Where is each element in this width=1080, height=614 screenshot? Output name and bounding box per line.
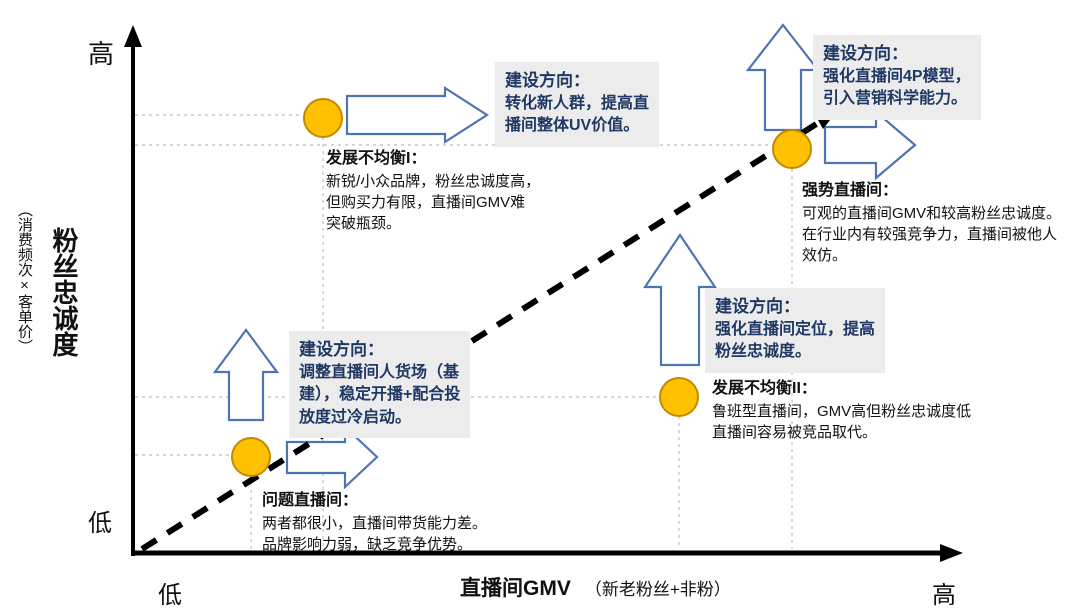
y-axis-subtitle: （消费频次×客单价） bbox=[16, 202, 33, 354]
data-point-unbalanced-2 bbox=[659, 377, 699, 417]
direction-box-line: 强化直播间4P模型， bbox=[823, 67, 971, 85]
note-title: 强势直播间： bbox=[802, 182, 899, 199]
direction-box-line: 粉丝忠诚度。 bbox=[715, 343, 812, 361]
note-line: 两者都很小，直播间带货能力差。 bbox=[262, 514, 488, 532]
direction-box-line: 调整直播间人货场（基 bbox=[299, 363, 460, 381]
note-problem: 问题直播间： 两者都很小，直播间带货能力差。 品牌影响力弱，缺乏竞争优势。 bbox=[262, 490, 487, 555]
note-line: 突破瓶颈。 bbox=[326, 215, 402, 233]
x-axis-arrowhead-icon bbox=[940, 544, 963, 562]
x-axis-title: 直播间GMV bbox=[460, 577, 571, 600]
y-axis-low-label: 低 bbox=[88, 510, 112, 537]
block-arrow-right-top-center bbox=[345, 85, 490, 145]
direction-box-line: 转化新人群，提高直 bbox=[505, 94, 650, 112]
note-line: 在行业内有较强竞争力，直播间被他人 bbox=[802, 226, 1058, 244]
direction-box-title: 建设方向： bbox=[823, 44, 908, 63]
data-point-problem bbox=[231, 437, 271, 477]
direction-box-title: 建设方向： bbox=[299, 340, 384, 359]
x-axis-low-label: 低 bbox=[158, 582, 182, 609]
data-point-unbalanced-1 bbox=[303, 98, 343, 138]
block-arrow-up-mid-left bbox=[212, 328, 280, 422]
block-arrow-right-bottom-left bbox=[285, 424, 379, 490]
direction-box-line: 播间整体UV价值。 bbox=[505, 117, 640, 135]
direction-box-top-center: 建设方向： 转化新人群，提高直 播间整体UV价值。 bbox=[495, 62, 660, 147]
note-title: 问题直播间： bbox=[262, 492, 359, 509]
data-point-strong bbox=[772, 129, 812, 169]
x-axis-high-label: 高 bbox=[932, 582, 956, 609]
note-unbalanced-1: 发展不均衡I： 新锐/小众品牌，粉丝忠诚度高， 但购买力有限，直播间GMV难 突… bbox=[326, 148, 540, 235]
x-axis-subtitle: （新老粉丝+非粉） bbox=[584, 580, 731, 599]
note-line: 新锐/小众品牌，粉丝忠诚度高， bbox=[326, 172, 541, 190]
x-axis-title-group: 直播间GMV （新老粉丝+非粉） bbox=[460, 572, 731, 602]
note-line: 可观的直播间GMV和较高粉丝忠诚度。 bbox=[802, 204, 1062, 222]
block-arrow-up-mid-right bbox=[642, 233, 718, 367]
note-line: 但购买力有限，直播间GMV难 bbox=[326, 194, 526, 212]
note-title: 发展不均衡I： bbox=[326, 150, 427, 167]
direction-box-line: 建），稳定开播+配合投 bbox=[299, 386, 461, 404]
note-title: 发展不均衡II： bbox=[712, 380, 817, 397]
direction-box-line: 强化直播间定位，提高 bbox=[715, 320, 876, 338]
block-arrow-up-top-right bbox=[745, 23, 821, 132]
direction-box-top-right: 建设方向： 强化直播间4P模型， 引入营销科学能力。 bbox=[813, 35, 981, 120]
direction-box-line: 引入营销科学能力。 bbox=[823, 90, 968, 108]
trend-dashed-line bbox=[140, 120, 820, 552]
direction-box-mid-right: 建设方向： 强化直播间定位，提高 粉丝忠诚度。 bbox=[705, 288, 886, 373]
note-line: 品牌影响力弱，缺乏竞争优势。 bbox=[262, 536, 473, 554]
note-line: 直播间容易被竞品取代。 bbox=[712, 424, 878, 442]
direction-box-line: 放度过冷启动。 bbox=[299, 408, 412, 426]
y-axis-high-label: 高 bbox=[88, 39, 115, 69]
direction-box-mid-left: 建设方向： 调整直播间人货场（基 建），稳定开播+配合投 放度过冷启动。 bbox=[289, 331, 471, 438]
note-strong: 强势直播间： 可观的直播间GMV和较高粉丝忠诚度。 在行业内有较强竞争力，直播间… bbox=[802, 180, 1061, 267]
note-line: 鲁班型直播间，GMV高但粉丝忠诚度低 bbox=[712, 402, 972, 420]
y-axis-arrowhead-icon bbox=[124, 25, 142, 47]
direction-box-title: 建设方向： bbox=[505, 71, 590, 90]
block-arrow-right-far-right bbox=[823, 109, 917, 181]
y-axis-title: 粉丝忠诚度 bbox=[49, 227, 79, 357]
note-line: 效仿。 bbox=[802, 247, 848, 265]
note-unbalanced-2: 发展不均衡II： 鲁班型直播间，GMV高但粉丝忠诚度低 直播间容易被竞品取代。 bbox=[712, 378, 971, 443]
direction-box-title: 建设方向： bbox=[715, 297, 800, 316]
